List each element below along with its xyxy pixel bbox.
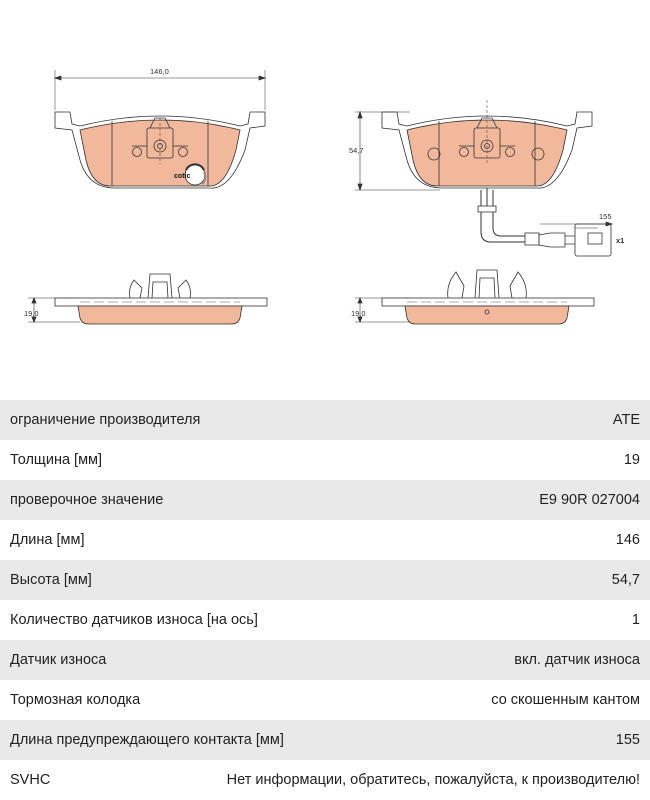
spec-row: проверочное значение E9 90R 027004	[0, 480, 650, 520]
spec-label: Количество датчиков износа [на ось]	[10, 612, 258, 628]
sensor-length-label: 155	[599, 212, 612, 221]
sensor-count-label: x1	[616, 236, 624, 245]
svg-text:cotic: cotic	[174, 173, 190, 180]
spec-value: 1	[631, 612, 640, 628]
left-pad-side-view	[28, 273, 268, 325]
spec-label: Датчик износа	[10, 652, 107, 668]
cotic-logo: cotic	[174, 163, 207, 185]
spec-label: SVHC	[10, 772, 51, 788]
technical-drawing: cotic 146,0 54,7 19,0 19,0 155 x1	[24, 67, 624, 325]
right-pad-front-view	[355, 100, 614, 257]
spec-label: ограничение производителя	[10, 412, 201, 428]
spec-value: 19	[623, 452, 640, 468]
spec-value: 155	[615, 732, 640, 748]
specs-table: ограничение производителя ATE Толщина [м…	[0, 400, 650, 800]
spec-value: ATE	[612, 412, 640, 428]
spec-row: SVHC Нет информации, обратитесь, пожалуй…	[0, 760, 650, 800]
brake-pad-drawing: cotic 146,0 54,7 19,0 19,0 155 x1	[24, 67, 624, 325]
spec-value: со скошенным кантом	[491, 692, 640, 708]
spec-row: Толщина [мм] 19	[0, 440, 650, 480]
spec-row: Высота [мм] 54,7	[0, 560, 650, 600]
spec-label: Длина предупреждающего контакта [мм]	[10, 732, 284, 748]
spec-value: Нет информации, обратитесь, пожалуйста, …	[226, 772, 640, 788]
spec-row: Длина предупреждающего контакта [мм] 155	[0, 720, 650, 760]
spec-row: Тормозная колодка со скошенным кантом	[0, 680, 650, 720]
spec-row: Датчик износа вкл. датчик износа	[0, 640, 650, 680]
width-dimension-label: 146,0	[150, 67, 169, 76]
height-dimension-label: 54,7	[349, 146, 364, 155]
spec-row: Количество датчиков износа [на ось] 1	[0, 600, 650, 640]
spec-value: 146	[615, 532, 640, 548]
spec-row: ограничение производителя ATE	[0, 400, 650, 440]
spec-label: Длина [мм]	[10, 532, 85, 548]
spec-label: проверочное значение	[10, 492, 164, 508]
spec-value: 54,7	[611, 572, 640, 588]
spec-label: Высота [мм]	[10, 572, 92, 588]
spec-row: Длина [мм] 146	[0, 520, 650, 560]
spec-label: Тормозная колодка	[10, 692, 141, 708]
spec-value: E9 90R 027004	[539, 492, 640, 508]
thickness-label-right: 19,0	[351, 309, 366, 318]
spec-value: вкл. датчик износа	[514, 652, 640, 668]
right-pad-side-view	[355, 269, 595, 325]
thickness-label-left: 19,0	[24, 309, 39, 318]
left-pad-front-view	[53, 70, 267, 189]
spec-label: Толщина [мм]	[10, 452, 103, 468]
